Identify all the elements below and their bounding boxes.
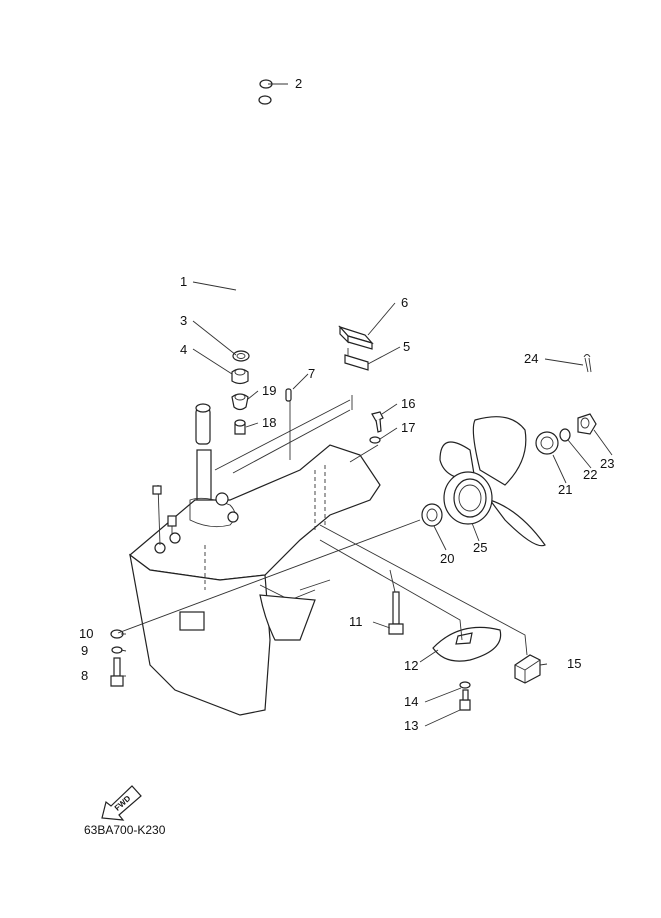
callout-13: 13: [404, 718, 418, 733]
callout-5: 5: [403, 339, 410, 354]
part-1-water-tube: [234, 104, 264, 340]
part-24-cotter-pin: [583, 354, 592, 373]
callout-4: 4: [180, 342, 187, 357]
callout-18: 18: [262, 415, 276, 430]
part-3-seal: [232, 350, 250, 362]
part-9-washer: [111, 646, 123, 654]
part-16-bolt: [371, 411, 384, 433]
part-12-trim-tab: [432, 626, 502, 662]
part-4-grommet: [231, 368, 249, 385]
callout-16: 16: [401, 396, 415, 411]
callout-19: 19: [262, 383, 276, 398]
callout-14: 14: [404, 694, 418, 709]
part-22-washer: [559, 428, 571, 442]
callout-21: 21: [558, 482, 572, 497]
callout-10: 10: [79, 626, 93, 641]
part-23-nut: [577, 413, 597, 435]
part-21-spacer: [535, 431, 559, 455]
callout-7: 7: [308, 366, 315, 381]
callout-11: 11: [349, 614, 363, 629]
callout-9: 9: [81, 643, 88, 658]
callout-1: 1: [180, 274, 187, 289]
callout-24: 24: [524, 351, 538, 366]
part-15-anode: [514, 654, 541, 684]
part-25-propeller: [439, 416, 546, 547]
part-6-plate: [338, 325, 374, 350]
callout-6: 6: [401, 295, 408, 310]
part-13-bolt: [459, 689, 471, 711]
callout-8: 8: [81, 668, 88, 683]
callout-2: 2: [295, 76, 302, 91]
callout-22: 22: [583, 467, 597, 482]
part-19-bushing: [231, 393, 249, 411]
callout-3: 3: [180, 313, 187, 328]
callout-12: 12: [404, 658, 418, 673]
callout-17: 17: [401, 420, 415, 435]
part-11-bolt: [388, 591, 404, 635]
leader-lines: [114, 83, 613, 727]
fwd-arrow-icon: FWD: [101, 785, 142, 821]
part-20-thrust-washer: [421, 503, 443, 527]
assembly-lines: [117, 395, 528, 656]
callout-15: 15: [567, 656, 581, 671]
callout-23: 23: [600, 456, 614, 471]
callout-25: 25: [473, 540, 487, 555]
part-17-washer: [369, 436, 381, 444]
part-18-bushing: [234, 419, 246, 435]
part-14-washer: [459, 681, 471, 689]
part-5-bracket: [344, 348, 369, 371]
lower-casing: [129, 403, 381, 716]
part-8-bolt: [110, 657, 124, 687]
callout-labels: 2 1 3 4 6 5 7 19 18 16 17 10 9 8 11 12 1…: [79, 76, 614, 733]
diagram-code: 63BA700-K230: [84, 823, 166, 837]
part-7-pin: [285, 388, 292, 402]
callout-20: 20: [440, 551, 454, 566]
